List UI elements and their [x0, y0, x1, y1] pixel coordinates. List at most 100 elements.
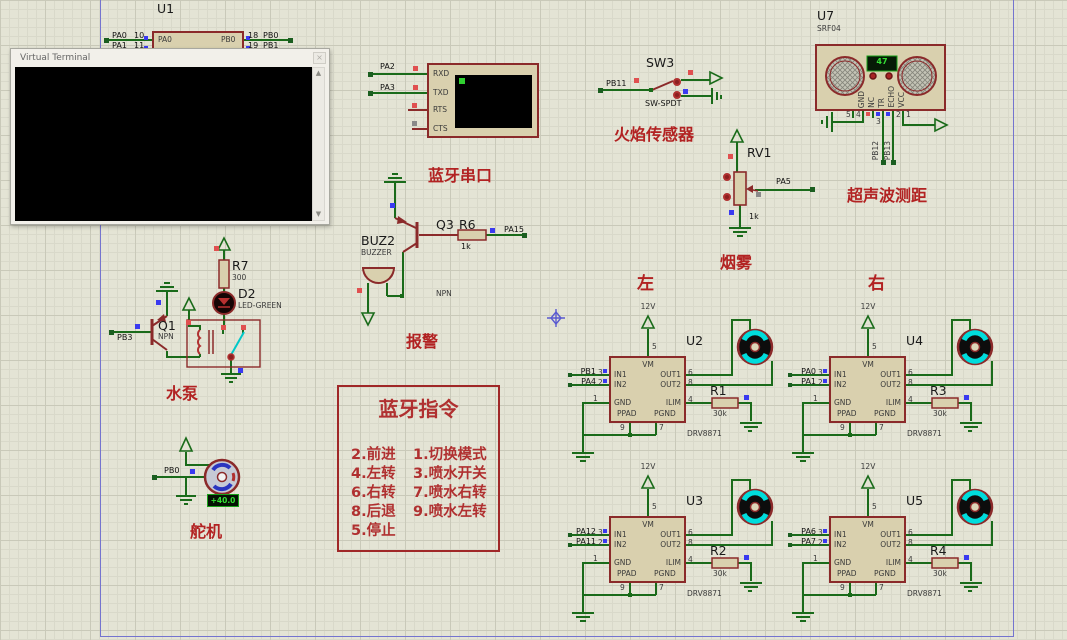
pin-number: 6 — [688, 528, 693, 537]
driver-chip-body[interactable] — [829, 356, 906, 423]
flame-sensor-switch[interactable] — [649, 78, 681, 99]
section-caption: 报警 — [406, 332, 439, 351]
rail-label: 12V — [860, 462, 876, 471]
motor-driver-block[interactable]: 12V U2 5 VM IN1 IN2 OUT1 OUT2 GND ILIM P… — [568, 302, 780, 478]
driver-chip-body[interactable] — [829, 516, 906, 583]
command-box-title: 蓝牙指令 — [378, 397, 459, 421]
resistor-body[interactable] — [711, 397, 739, 409]
ultrasonic-sensor[interactable] — [815, 44, 946, 111]
value-label: 30k — [713, 569, 727, 578]
servo-motor[interactable] — [203, 458, 241, 496]
net-label: PA2 — [380, 62, 395, 71]
pin-label: OUT1 — [880, 370, 901, 379]
pin-number: 5 — [652, 502, 657, 511]
motor-driver-block[interactable]: 12V U4 5 VM IN1 IN2 OUT1 OUT2 GND ILIM P… — [788, 302, 1000, 478]
virtual-terminal-window[interactable]: Virtual Terminal × ▲ ▼ — [10, 48, 330, 225]
relay[interactable] — [186, 319, 261, 368]
pin-label: GND — [834, 558, 852, 567]
alarm-transistor[interactable] — [394, 216, 458, 253]
bluetooth-module[interactable] — [408, 63, 539, 138]
driver-graphics — [568, 474, 774, 622]
resistor-r7-body[interactable] — [218, 259, 230, 289]
section-caption: 舵机 — [190, 522, 223, 541]
pin-label: PPAD — [617, 409, 637, 418]
pin-label: VM — [862, 360, 874, 369]
pump-transistor[interactable] — [150, 314, 168, 351]
pin-label: PGND — [874, 569, 896, 578]
pin-label: VM — [862, 520, 874, 529]
dc-motor[interactable] — [736, 488, 774, 526]
command-item: 7.喷水右转 — [413, 485, 487, 501]
net-label: PA11 — [576, 537, 596, 546]
close-icon[interactable]: × — [313, 52, 326, 64]
driver-ref: U2 — [686, 333, 704, 348]
led-d2[interactable] — [212, 291, 236, 315]
pin-number: 10 — [134, 31, 145, 40]
terminal-screen — [15, 67, 314, 221]
motor-driver-block[interactable]: 12V U3 5 VM IN1 IN2 OUT1 OUT2 GND ILIM P… — [568, 462, 780, 638]
pin-label: GND — [614, 398, 632, 407]
pin-label: ECHO — [887, 86, 896, 108]
pin-number: 5 — [872, 502, 877, 511]
pin-label: OUT2 — [880, 540, 901, 549]
pin-number: 5 — [652, 342, 657, 351]
ref-label: R6 — [459, 217, 476, 232]
pin-number: 1 — [593, 394, 598, 403]
dc-motor[interactable] — [736, 328, 774, 366]
pin-label: PGND — [654, 569, 676, 578]
pin-number: 1 — [813, 394, 818, 403]
state-markers — [568, 529, 749, 597]
ground-symbols — [156, 88, 833, 505]
pin-number: 7 — [879, 423, 884, 432]
scroll-down-icon[interactable]: ▼ — [315, 210, 322, 218]
pin-number: 19 — [248, 41, 259, 50]
dc-motor[interactable] — [956, 488, 994, 526]
pin-label: ILIM — [665, 398, 681, 407]
part-label: SRF04 — [817, 24, 841, 33]
net-label: PB12 — [871, 140, 880, 160]
command-item: 4.左转 — [351, 466, 396, 482]
pin-label: PGND — [654, 409, 676, 418]
pin-number: 3 — [598, 528, 603, 537]
ref-label: U1 — [157, 1, 175, 16]
pin-label: RXD — [433, 69, 450, 78]
pin-number: 1 — [813, 554, 818, 563]
cursor-marker-icon — [547, 309, 565, 327]
scroll-up-icon[interactable]: ▲ — [315, 69, 322, 77]
smoke-potentiometer[interactable] — [723, 171, 759, 206]
dc-motor[interactable] — [956, 328, 994, 366]
resistor-body[interactable] — [931, 557, 959, 569]
pin-label: PPAD — [617, 569, 637, 578]
ref-label: RV1 — [747, 145, 772, 160]
resistor-body[interactable] — [711, 557, 739, 569]
command-item: 3.喷水开关 — [413, 466, 487, 482]
section-caption: 水泵 — [166, 384, 199, 403]
driver-ref: U3 — [686, 493, 704, 508]
motor-driver-block[interactable]: 12V U5 5 VM IN1 IN2 OUT1 OUT2 GND ILIM P… — [788, 462, 1000, 638]
pin-number: 9 — [620, 423, 625, 432]
net-label: PA5 — [776, 177, 791, 186]
pin-label: IN2 — [834, 540, 847, 549]
resistor-body[interactable] — [931, 397, 959, 409]
terminal-title[interactable]: Virtual Terminal — [20, 53, 91, 63]
pin-number: 3 — [598, 368, 603, 377]
driver-chip-body[interactable] — [609, 516, 686, 583]
driver-chip-body[interactable] — [609, 356, 686, 423]
net-label: PB11 — [606, 79, 627, 88]
net-label: PB0 — [263, 31, 279, 40]
pin-label: OUT2 — [660, 540, 681, 549]
net-label: PA1 — [112, 41, 127, 50]
resistor-r6-body[interactable] — [457, 229, 487, 241]
pin-number: 9 — [620, 583, 625, 592]
power-arrow-icons — [178, 70, 949, 452]
pin-number: 3 — [876, 117, 881, 126]
pin-label: IN2 — [614, 540, 627, 549]
section-label-right: 右 — [868, 274, 885, 294]
terminal-scrollbar[interactable]: ▲ ▼ — [312, 67, 325, 221]
part-label: DRV8871 — [687, 429, 722, 438]
pin-label: GND — [614, 558, 632, 567]
state-markers — [788, 369, 969, 437]
net-label: PA7 — [801, 537, 816, 546]
